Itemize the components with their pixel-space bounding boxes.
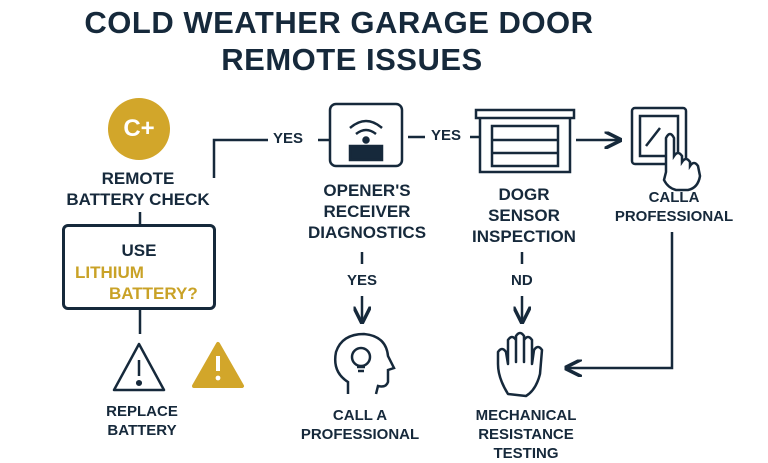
edge-call-mechanical [566, 232, 674, 368]
door-sensor-label: DOGR SENSOR INSPECTION [472, 185, 576, 246]
raised-hand-icon [496, 331, 544, 398]
lithium-question-box: USE LITHIUM BATTERY? [62, 224, 216, 310]
edge-label-receiver-down: YES [344, 272, 381, 289]
edge-label-sensor-down: ND [508, 272, 536, 289]
tap-hand-icon [630, 106, 702, 192]
call-professional-bottom-label: CALL A PROFESSIONAL [300, 407, 420, 443]
head-lightbulb-icon [334, 332, 396, 395]
receiver-diagnostics-label: OPENER'S RECEIVER DIAGNOSTICS [307, 181, 427, 242]
battery-badge-icon: C+ [108, 98, 170, 160]
edge-label-receiver-sensor: YES [428, 127, 465, 144]
page-title-line2: REMOTE ISSUES [221, 42, 483, 77]
wifi-receiver-icon [328, 102, 404, 168]
page-title-line1: COLD WEATHER GARAGE DOOR [84, 5, 594, 40]
edge-label-battery-receiver: YES [270, 130, 307, 147]
replace-battery-label: REPLACE BATTERY [106, 403, 178, 439]
garage-door-icon [474, 108, 576, 174]
call-professional-top-label: CALLA PROFESSIONAL [614, 189, 734, 225]
battery-check-label: REMOTE BATTERY CHECK [66, 169, 210, 209]
edge-battery-receiver [212, 138, 268, 178]
warning-outline-icon [112, 342, 166, 392]
warning-filled-icon [192, 342, 244, 388]
mechanical-testing-label: MECHANICAL RESISTANCE TESTING [475, 407, 577, 462]
